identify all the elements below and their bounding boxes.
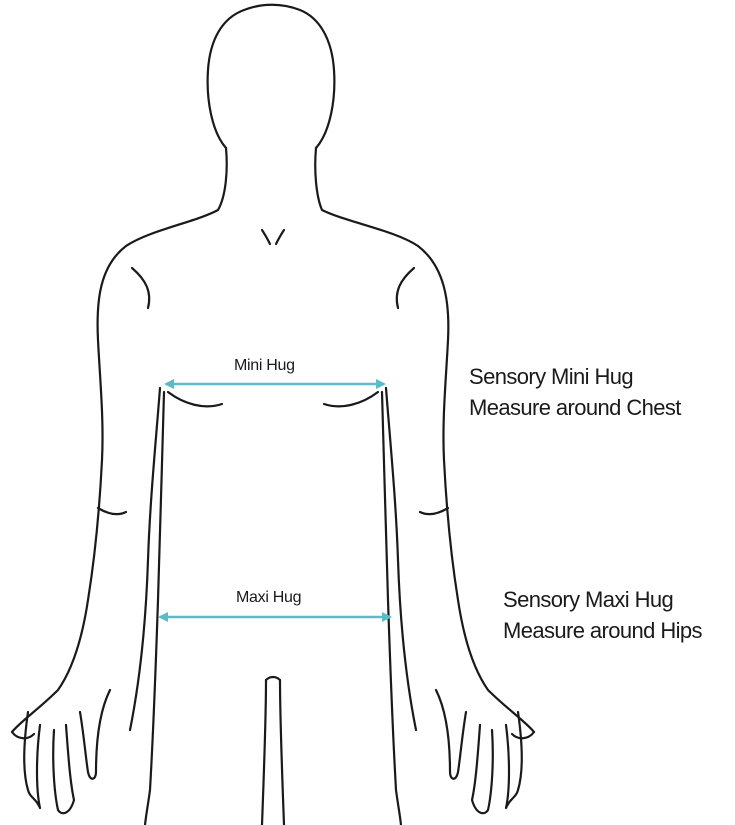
inner-leg-left bbox=[262, 680, 266, 825]
right-shoulder-detail bbox=[397, 268, 414, 308]
inner-leg-right bbox=[280, 680, 284, 825]
left-side-outline bbox=[12, 148, 227, 732]
left-elbow-detail bbox=[98, 508, 126, 514]
maxi-hug-arrow-label: Maxi Hug bbox=[236, 589, 301, 607]
mini-hug-note: Sensory Mini Hug Measure around Chest bbox=[469, 361, 681, 423]
right-side-outline bbox=[315, 148, 534, 732]
maxi-hug-note: Sensory Maxi Hug Measure around Hips bbox=[503, 584, 702, 646]
collarbone-notch bbox=[262, 230, 284, 244]
maxi-hug-instruction: Measure around Hips bbox=[503, 615, 702, 646]
right-hand-outline bbox=[436, 690, 534, 813]
mini-hug-instruction: Measure around Chest bbox=[469, 392, 681, 423]
mini-hug-arrow-label: Mini Hug bbox=[234, 357, 295, 375]
maxi-hug-product-name: Sensory Maxi Hug bbox=[503, 584, 702, 615]
crotch-curve bbox=[266, 677, 280, 680]
right-chest-curve bbox=[324, 392, 378, 406]
left-hand-outline bbox=[12, 690, 110, 813]
left-shoulder-detail bbox=[132, 268, 149, 308]
left-chest-curve bbox=[168, 392, 222, 406]
mini-hug-product-name: Sensory Mini Hug bbox=[469, 361, 681, 392]
right-elbow-detail bbox=[420, 508, 448, 514]
head-outline bbox=[208, 5, 335, 148]
